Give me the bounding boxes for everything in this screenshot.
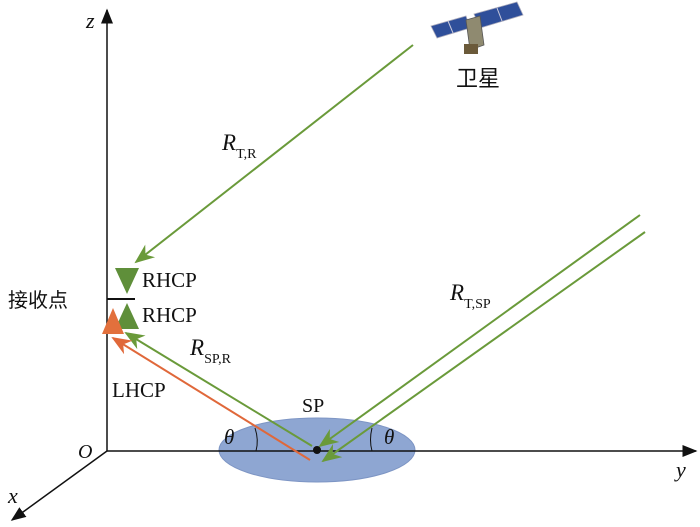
rhcp-antenna-bottom xyxy=(115,303,139,329)
z-axis-label: z xyxy=(85,8,95,33)
rhcp-antenna-top xyxy=(115,268,139,294)
theta-left: θ xyxy=(224,425,234,449)
lhcp-label: LHCP xyxy=(112,378,166,402)
incident-signal-line-2 xyxy=(321,231,646,463)
x-axis-label: x xyxy=(7,483,18,508)
satellite-label: 卫星 xyxy=(456,67,500,92)
angle-arc-left xyxy=(254,427,258,452)
specular-point-dot xyxy=(313,446,321,454)
sp-label: SP xyxy=(302,395,324,417)
rhcp-top-label: RHCP xyxy=(142,268,197,292)
lhcp-antenna xyxy=(102,308,124,334)
incident-signal-line-1 xyxy=(318,214,641,448)
rhcp-bottom-label: RHCP xyxy=(142,303,197,327)
reflected-rhcp-line xyxy=(124,331,313,447)
direct-signal-line xyxy=(134,44,414,264)
r-t-r-label: RT,R xyxy=(221,130,257,162)
r-sp-r-label: RSP,R xyxy=(189,335,232,367)
x-axis xyxy=(10,450,108,521)
y-axis-label: y xyxy=(674,457,686,482)
angle-arc-right xyxy=(370,427,373,452)
origin-label: O xyxy=(78,441,92,463)
receiver-label: 接收点 xyxy=(8,288,68,312)
r-t-sp-label: RT,SP xyxy=(449,280,491,312)
reflected-lhcp-line xyxy=(111,336,311,461)
satellite-icon xyxy=(430,1,524,54)
theta-right: θ xyxy=(384,425,394,449)
